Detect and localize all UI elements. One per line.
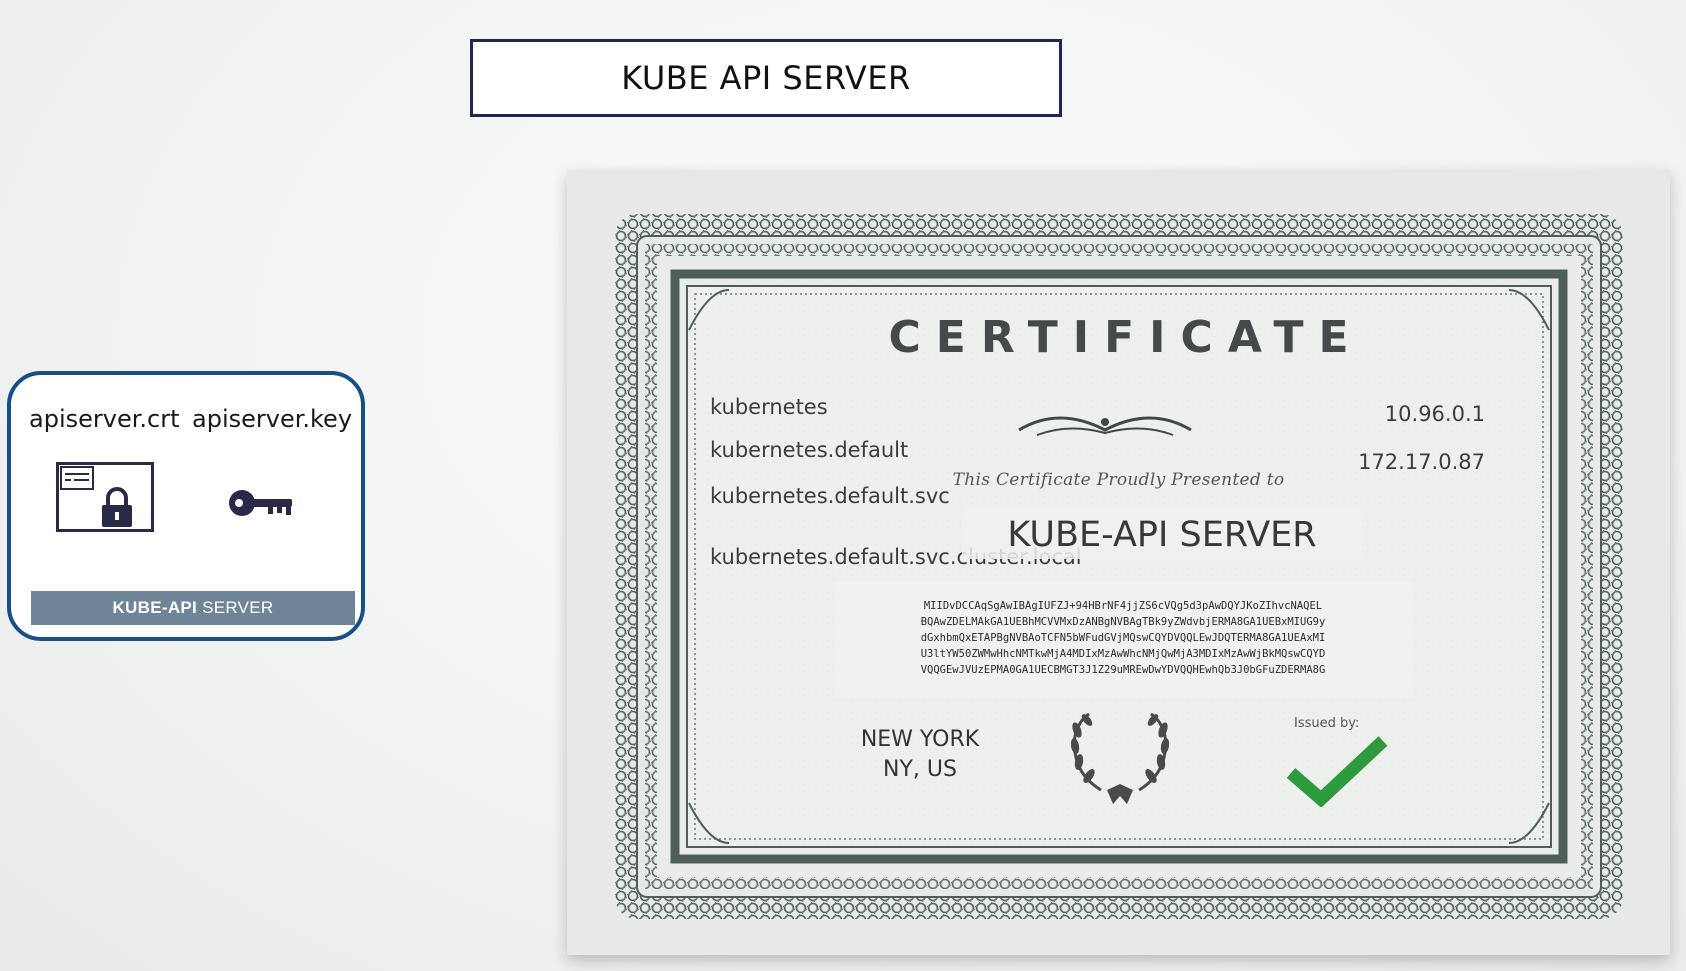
key-file-label: apiserver.key bbox=[192, 405, 353, 433]
checkmark-icon bbox=[1286, 736, 1388, 807]
certificate-heading: CERTIFICATE bbox=[888, 312, 1364, 363]
location-city: NEW YORK bbox=[860, 727, 980, 752]
certificate: CERTIFICATE kubernetes kubernetes.defaul… bbox=[567, 170, 1670, 955]
encoded-line: BQAwZDELMAkGA1UEBhMCVVMxDzANBgNVBAgTBk9y… bbox=[920, 616, 1326, 628]
issued-by-label: Issued by: bbox=[1294, 716, 1360, 731]
ip-address: 10.96.0.1 bbox=[1384, 402, 1485, 426]
encoded-line: VQQGEwJVUzEPMA0GA1UECBMGT3J1Z29uMREwDwYD… bbox=[920, 664, 1326, 676]
page-title: KUBE API SERVER bbox=[470, 39, 1062, 117]
presented-to-text: This Certificate Proudly Presented to bbox=[952, 470, 1285, 490]
encoded-line: dGxhbmQxETAPBgNVBAoTCFN5bWFudGVjMQswCQYD… bbox=[920, 632, 1326, 644]
encoded-line: U3ltYW50ZWMwHhcNMTkwMjA4MDIxMzAwWhcNMjQw… bbox=[920, 648, 1326, 660]
card-banner: KUBE-API SERVER bbox=[31, 591, 355, 625]
issuer-location: NEW YORK NY, US bbox=[795, 725, 1045, 785]
dns-name: kubernetes.default.svc bbox=[710, 484, 950, 508]
key-pair-card: apiserver.crt apiserver.key KUBE-API SER… bbox=[7, 371, 365, 641]
dns-name: kubernetes bbox=[710, 395, 828, 419]
laurel-seal-icon bbox=[1070, 712, 1170, 804]
encoded-line: MIIDvDCCAqSgAwIBAgIUFZJ+94HBrNF4jjZS6cVQ… bbox=[923, 600, 1323, 612]
certificate-border-ornament bbox=[615, 214, 1623, 919]
dns-name: kubernetes.default bbox=[710, 438, 909, 462]
crt-file-label: apiserver.crt bbox=[29, 405, 180, 433]
certificate-lock-icon bbox=[56, 462, 154, 532]
certificate-subject: KUBE-API SERVER bbox=[962, 507, 1362, 559]
banner-light-text: SERVER bbox=[197, 598, 274, 617]
key-icon bbox=[229, 490, 292, 516]
location-state: NY, US bbox=[883, 757, 957, 782]
encoded-certificate-block: MIIDvDCCAqSgAwIBAgIUFZJ+94HBrNF4jjZS6cVQ… bbox=[834, 581, 1412, 698]
ip-address: 172.17.0.87 bbox=[1358, 450, 1485, 474]
banner-bold-text: KUBE-API bbox=[112, 598, 198, 617]
